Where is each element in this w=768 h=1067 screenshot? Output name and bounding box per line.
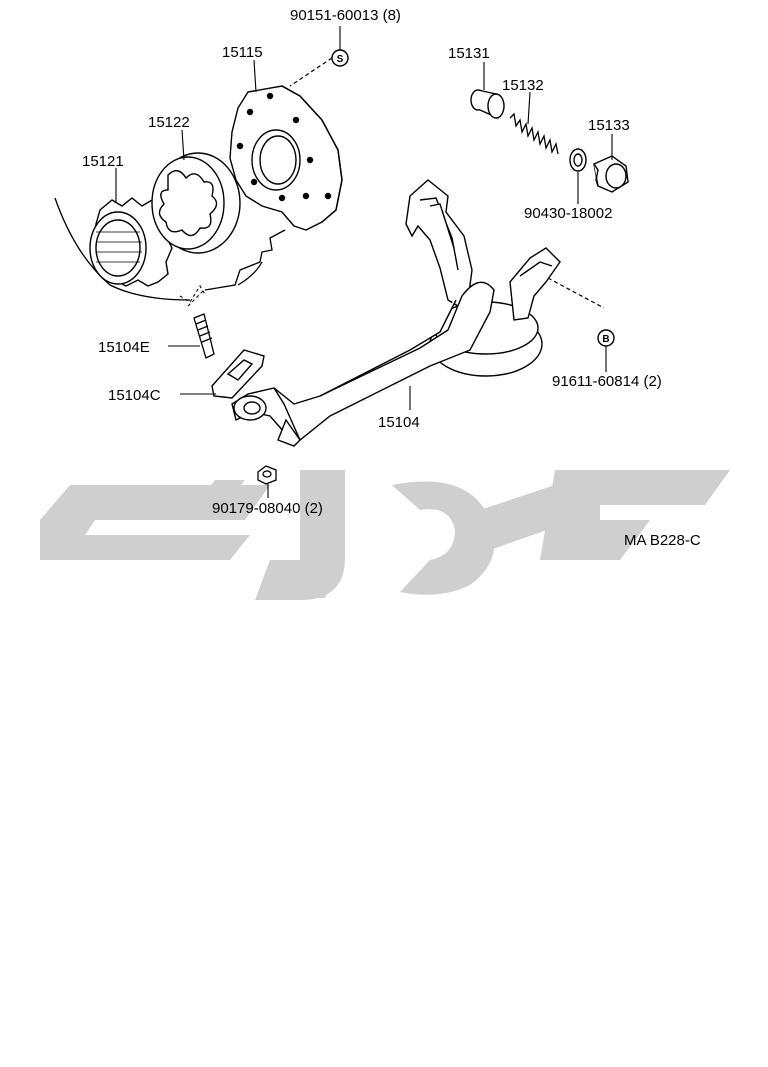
- svg-text:S: S: [337, 54, 344, 65]
- pump-cover-drawing: [229, 85, 343, 231]
- relief-spring-drawing: [509, 112, 559, 155]
- reference-code: MA B228-C: [624, 532, 701, 549]
- label-stud: 15104E: [98, 339, 150, 356]
- label-relief-valve: 15131: [448, 45, 490, 62]
- engine-outline: [54, 197, 286, 301]
- label-strainer-gasket: 15104C: [108, 387, 161, 404]
- label-relief-spring: 15132: [502, 77, 544, 94]
- svg-text:B: B: [602, 334, 609, 345]
- driven-rotor-drawing: [151, 152, 241, 254]
- label-bolt-b: 91611-60814 (2): [552, 373, 662, 390]
- label-cover: 15115: [222, 44, 263, 61]
- stud-drawing: [193, 313, 215, 359]
- label-gasket-90430: 90430-18002: [524, 205, 612, 222]
- gasket-ring-drawing: [569, 148, 587, 172]
- strainer-gasket-drawing: [211, 349, 265, 399]
- badge-s: S: [331, 49, 349, 67]
- drive-rotor-drawing: [89, 197, 173, 287]
- nut-drawing: [257, 465, 277, 485]
- badge-b: B: [597, 329, 615, 347]
- relief-valve-drawing: [470, 89, 505, 119]
- assembly-arrows: [179, 284, 207, 307]
- label-drive-rotor: 15121: [82, 153, 124, 170]
- strainer-drawing: [231, 179, 561, 447]
- leader-lines: [115, 26, 613, 498]
- label-strainer: 15104: [378, 414, 420, 431]
- relief-plug-drawing: [593, 155, 629, 193]
- label-bolt-s: 90151-60013 (8): [290, 7, 401, 24]
- watermark-logo: [40, 470, 730, 600]
- label-nut: 90179-08040 (2): [212, 500, 323, 517]
- leader-bolt-s: [289, 57, 333, 87]
- label-relief-plug: 15133: [588, 117, 630, 134]
- label-driven-rotor: 15122: [148, 114, 190, 131]
- leader-bolt-b: [547, 277, 605, 309]
